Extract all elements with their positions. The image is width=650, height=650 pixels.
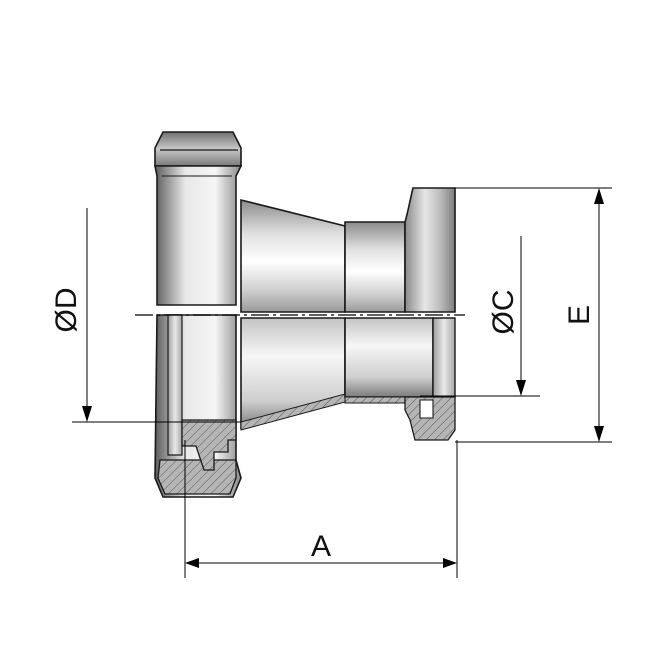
liner-section-hatch bbox=[181, 419, 237, 471]
union-nut bbox=[154, 131, 243, 498]
dimension-d bbox=[72, 208, 241, 423]
dimension-d-label: ØD bbox=[50, 288, 83, 333]
dimension-a bbox=[184, 440, 458, 578]
nut-upper-body bbox=[154, 165, 243, 306]
dimension-e-label: E bbox=[563, 305, 596, 325]
pipe-upper bbox=[344, 221, 406, 313]
liner-bore bbox=[167, 314, 183, 456]
nut-section-hatch bbox=[157, 459, 237, 495]
ferrule-upper bbox=[404, 187, 456, 313]
cone-upper bbox=[240, 198, 346, 313]
dimension-c-label: ØC bbox=[487, 290, 520, 335]
ferrule-groove bbox=[419, 399, 434, 419]
nut-top-chamfer bbox=[154, 131, 242, 167]
reducer-cone bbox=[240, 198, 346, 431]
ferrule-lower bbox=[432, 317, 456, 398]
dimension-c bbox=[420, 236, 540, 397]
pipe-section bbox=[344, 221, 434, 404]
pipe-lower bbox=[344, 317, 434, 398]
dimension-a-label: A bbox=[311, 530, 331, 563]
dimension-e bbox=[455, 187, 612, 443]
clamp-ferrule bbox=[404, 187, 456, 441]
